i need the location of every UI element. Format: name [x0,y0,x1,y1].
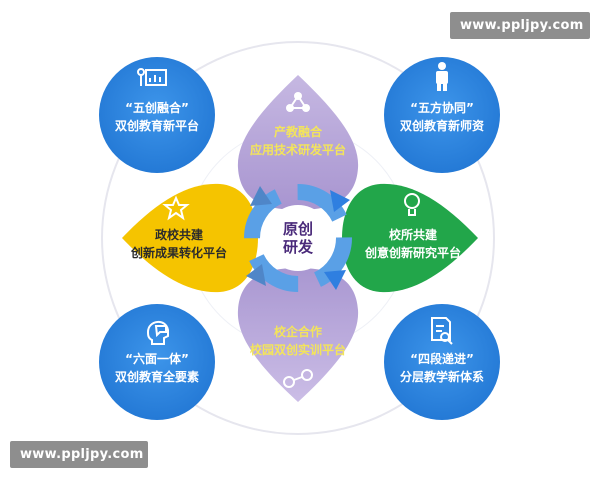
center-disc [265,205,331,271]
circle-top-right-label: “五方协同” 双创教育新师资 [387,99,497,135]
petal-bottom [237,268,359,402]
molecule-icon [283,369,313,388]
lightbulb-icon [404,193,420,216]
circle-bottom-left-line2: 双创教育全要素 [114,370,199,384]
petal-left-line2: 创新成果转化平台 [130,246,227,260]
circle-top-left-line2: 双创教育新平台 [114,119,199,133]
person-icon [436,62,448,91]
star-icon [162,195,190,221]
center-line1: 原创 [282,220,313,238]
petal-left-label: 政校共建 创新成果转化平台 [118,226,240,262]
circle-top-right-line1: “五方协同” [410,101,474,115]
circle-bottom-left-label: “六面一体” 双创教育全要素 [102,350,212,386]
petal-top-line2: 应用技术研发平台 [249,143,346,157]
circle-bottom-right-line1: “四段递进” [410,352,474,366]
circle-bottom-right-label: “四段递进” 分层教学新体系 [387,350,497,386]
petal-top-label: 产教融合 应用技术研发平台 [243,123,353,159]
circle-bottom-right-line2: 分层教学新体系 [399,370,484,384]
petal-bottom-line1: 校企合作 [273,325,322,339]
petal-right-line1: 校所共建 [388,228,437,242]
petal-left [122,183,258,293]
petal-right-line2: 创意创新研究平台 [364,246,461,260]
circle-top-right [384,57,500,173]
circle-top-left-line1: “五创融合” [125,101,189,115]
document-search-icon [431,317,453,345]
petal-top-line1: 产教融合 [273,125,322,139]
center-line2: 研发 [282,238,313,256]
circle-top-right-line2: 双创教育新师资 [399,119,484,133]
petal-bottom-label: 校企合作 校园双创实训平台 [243,323,353,359]
petal-right-label: 校所共建 创意创新研究平台 [352,226,474,262]
petal-bottom-line2: 校园双创实训平台 [249,343,346,357]
watermark-top: www.ppljpy.com [450,12,590,39]
circle-top-left [99,57,215,173]
outer-ring [101,41,495,435]
circle-top-left-label: “五创融合” 双创教育新平台 [102,99,212,135]
head-chat-icon [146,321,169,345]
petal-top [237,75,359,210]
petal-right [342,183,478,293]
center-label: 原创 研发 [268,220,328,256]
cycle-arrows [244,184,352,292]
circle-bottom-left-line1: “六面一体” [125,352,189,366]
network-icon [286,92,310,112]
circle-bottom-left [99,304,215,420]
petal-left-line1: 政校共建 [154,228,203,242]
circle-bottom-right [384,304,500,420]
chart-presentation-icon [137,68,167,86]
watermark-bottom: www.ppljpy.com [10,441,148,468]
